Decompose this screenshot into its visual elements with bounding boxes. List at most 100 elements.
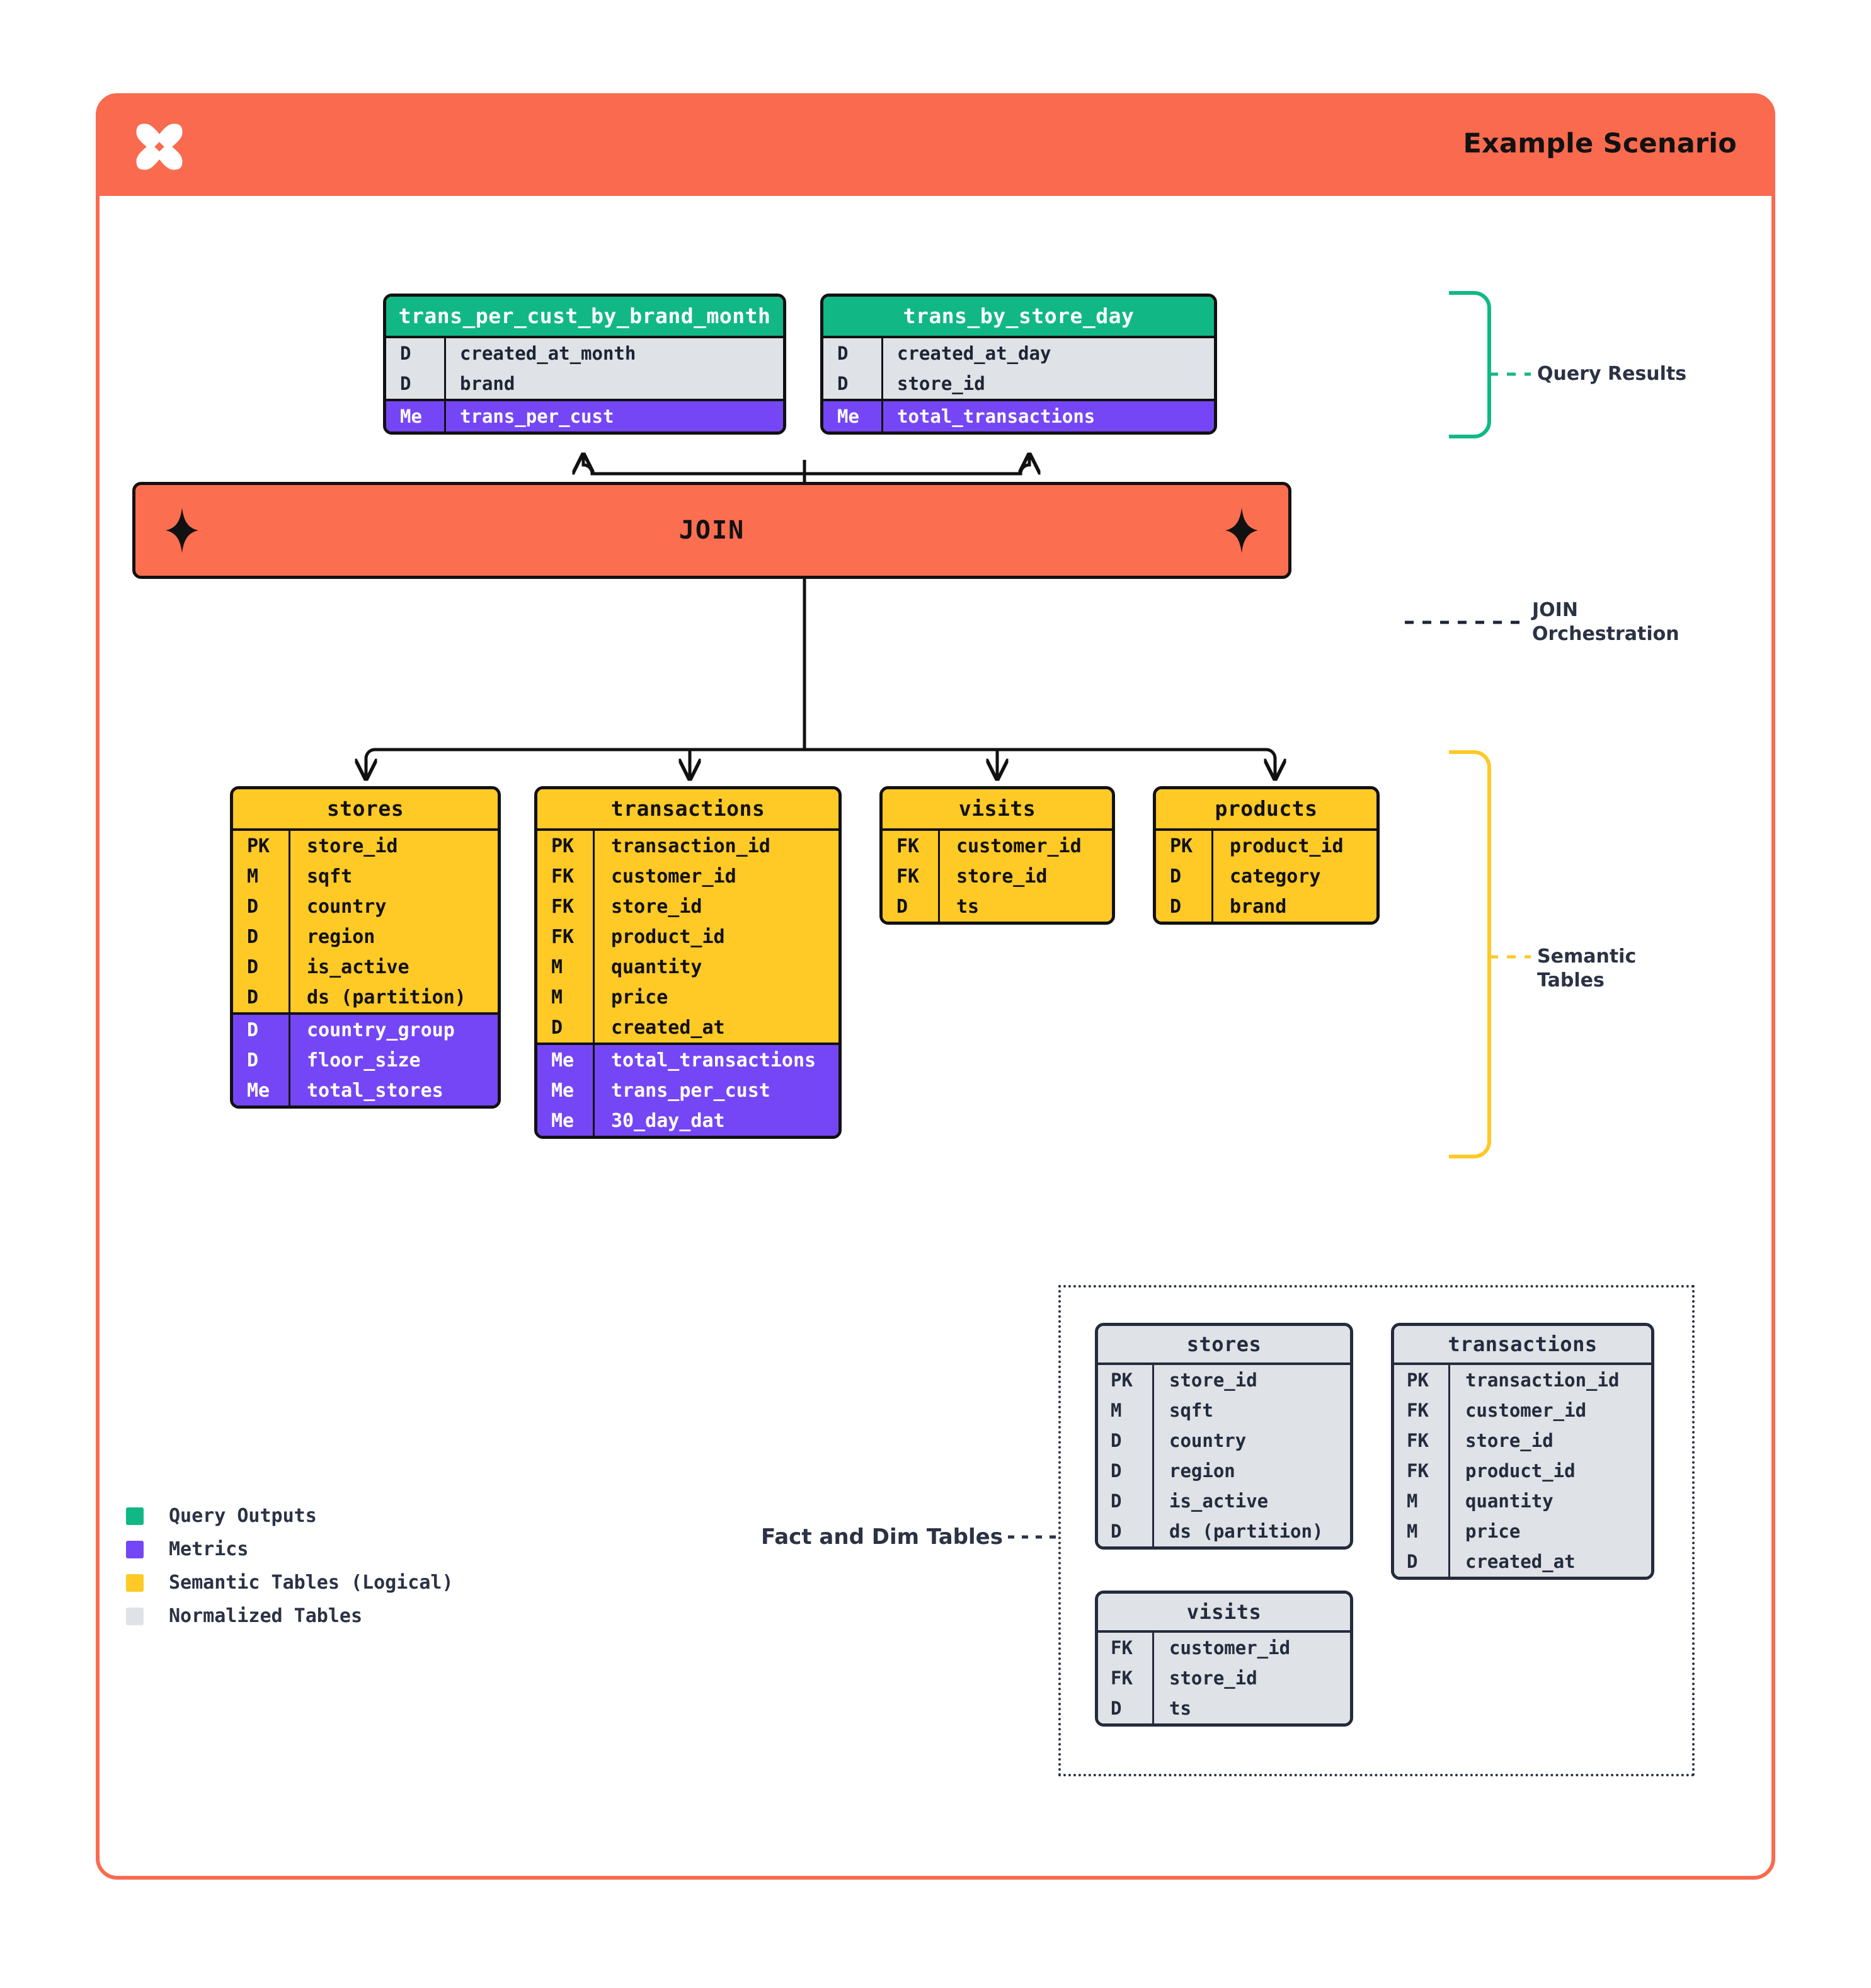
row-field: ds (partition): [289, 982, 498, 1012]
card-header: Example Scenario: [99, 96, 1772, 196]
legend-swatch-icon: [126, 1507, 144, 1525]
legend-item-metrics: Metrics: [126, 1533, 454, 1566]
row-key: D: [1407, 1551, 1418, 1572]
table-row: Me trans_per_cust: [386, 401, 783, 431]
row-key: M: [551, 956, 563, 978]
table-title: trans_by_store_day: [823, 297, 1214, 336]
fact-and-dim-group: [1058, 1285, 1695, 1776]
row-field: customer_id: [1152, 1633, 1350, 1663]
row-field: sqft: [1152, 1395, 1350, 1425]
join-orchestration-annotation: JOIN Orchestration: [1532, 599, 1679, 645]
row-field: price: [1448, 1516, 1651, 1546]
row-field: quantity: [1448, 1486, 1651, 1516]
row-field: store_id: [1448, 1425, 1651, 1456]
row-field: brand: [444, 368, 783, 399]
row-key: D: [247, 895, 259, 918]
row-key: FK: [1407, 1460, 1429, 1482]
table-row: FK product_id: [537, 922, 838, 952]
sparkle-icon: [1225, 508, 1258, 553]
row-field: ts: [1152, 1693, 1350, 1723]
legend-item-semantic-tables: Semantic Tables (Logical): [126, 1566, 454, 1599]
row-key: Me: [551, 1079, 575, 1102]
row-field: product_id: [1448, 1456, 1651, 1486]
table-title: transactions: [537, 789, 838, 828]
table-title: trans_per_cust_by_brand_month: [386, 297, 783, 336]
row-key: FK: [1111, 1637, 1133, 1659]
row-key: M: [551, 986, 563, 1008]
row-field: trans_per_cust: [444, 401, 783, 431]
join-orchestration-bar[interactable]: JOIN: [132, 482, 1291, 579]
page-title: Example Scenario: [1463, 128, 1737, 159]
row-field: total_stores: [289, 1075, 498, 1105]
row-field: country: [289, 891, 498, 922]
row-key: D: [247, 956, 259, 978]
table-row: Me total_transactions: [823, 401, 1214, 431]
table-title: stores: [233, 789, 498, 828]
row-key: M: [1407, 1490, 1418, 1512]
table-row: D created_at_day: [823, 338, 1214, 368]
row-field: total_transactions: [593, 1045, 838, 1075]
row-field: 30_day_dat: [593, 1105, 838, 1136]
row-field: created_at: [1448, 1546, 1651, 1577]
semantic-tables-annotation: Semantic Tables: [1537, 945, 1637, 991]
row-field: store_id: [289, 831, 498, 861]
table-title: visits: [1098, 1594, 1350, 1630]
query-result-table-trans-by-store-day[interactable]: trans_by_store_day D created_at_day D st…: [820, 294, 1217, 435]
row-key: Me: [400, 406, 422, 427]
query-result-table-trans-per-cust-by-brand-month[interactable]: trans_per_cust_by_brand_month D created_…: [383, 294, 786, 435]
row-key: PK: [1111, 1369, 1133, 1391]
row-key: FK: [551, 925, 575, 948]
row-field: trans_per_cust: [593, 1075, 838, 1105]
row-key: FK: [896, 835, 920, 857]
row-key: D: [400, 373, 411, 394]
legend-label: Metrics: [169, 1538, 249, 1560]
row-key: FK: [896, 865, 920, 888]
query-results-annotation: Query Results: [1537, 363, 1687, 385]
legend-swatch-icon: [126, 1540, 144, 1558]
legend: Query Outputs Metrics Semantic Tables (L…: [126, 1499, 454, 1633]
row-key: D: [247, 1019, 259, 1041]
row-key: D: [837, 343, 849, 364]
row-field: store_id: [1152, 1663, 1350, 1693]
row-key: D: [896, 895, 908, 918]
row-field: product_id: [593, 922, 838, 952]
row-field: created_at: [593, 1012, 838, 1043]
row-key: D: [247, 986, 259, 1008]
row-field: transaction_id: [593, 831, 838, 861]
legend-label: Semantic Tables (Logical): [169, 1572, 454, 1594]
row-field: customer_id: [938, 831, 1112, 861]
row-key: D: [400, 343, 411, 364]
table-metrics: Me trans_per_cust: [386, 399, 783, 431]
row-key: FK: [1407, 1400, 1429, 1421]
table-row: FK customer_id: [883, 831, 1112, 861]
row-key: FK: [1111, 1667, 1133, 1689]
row-field: transaction_id: [1448, 1365, 1651, 1395]
